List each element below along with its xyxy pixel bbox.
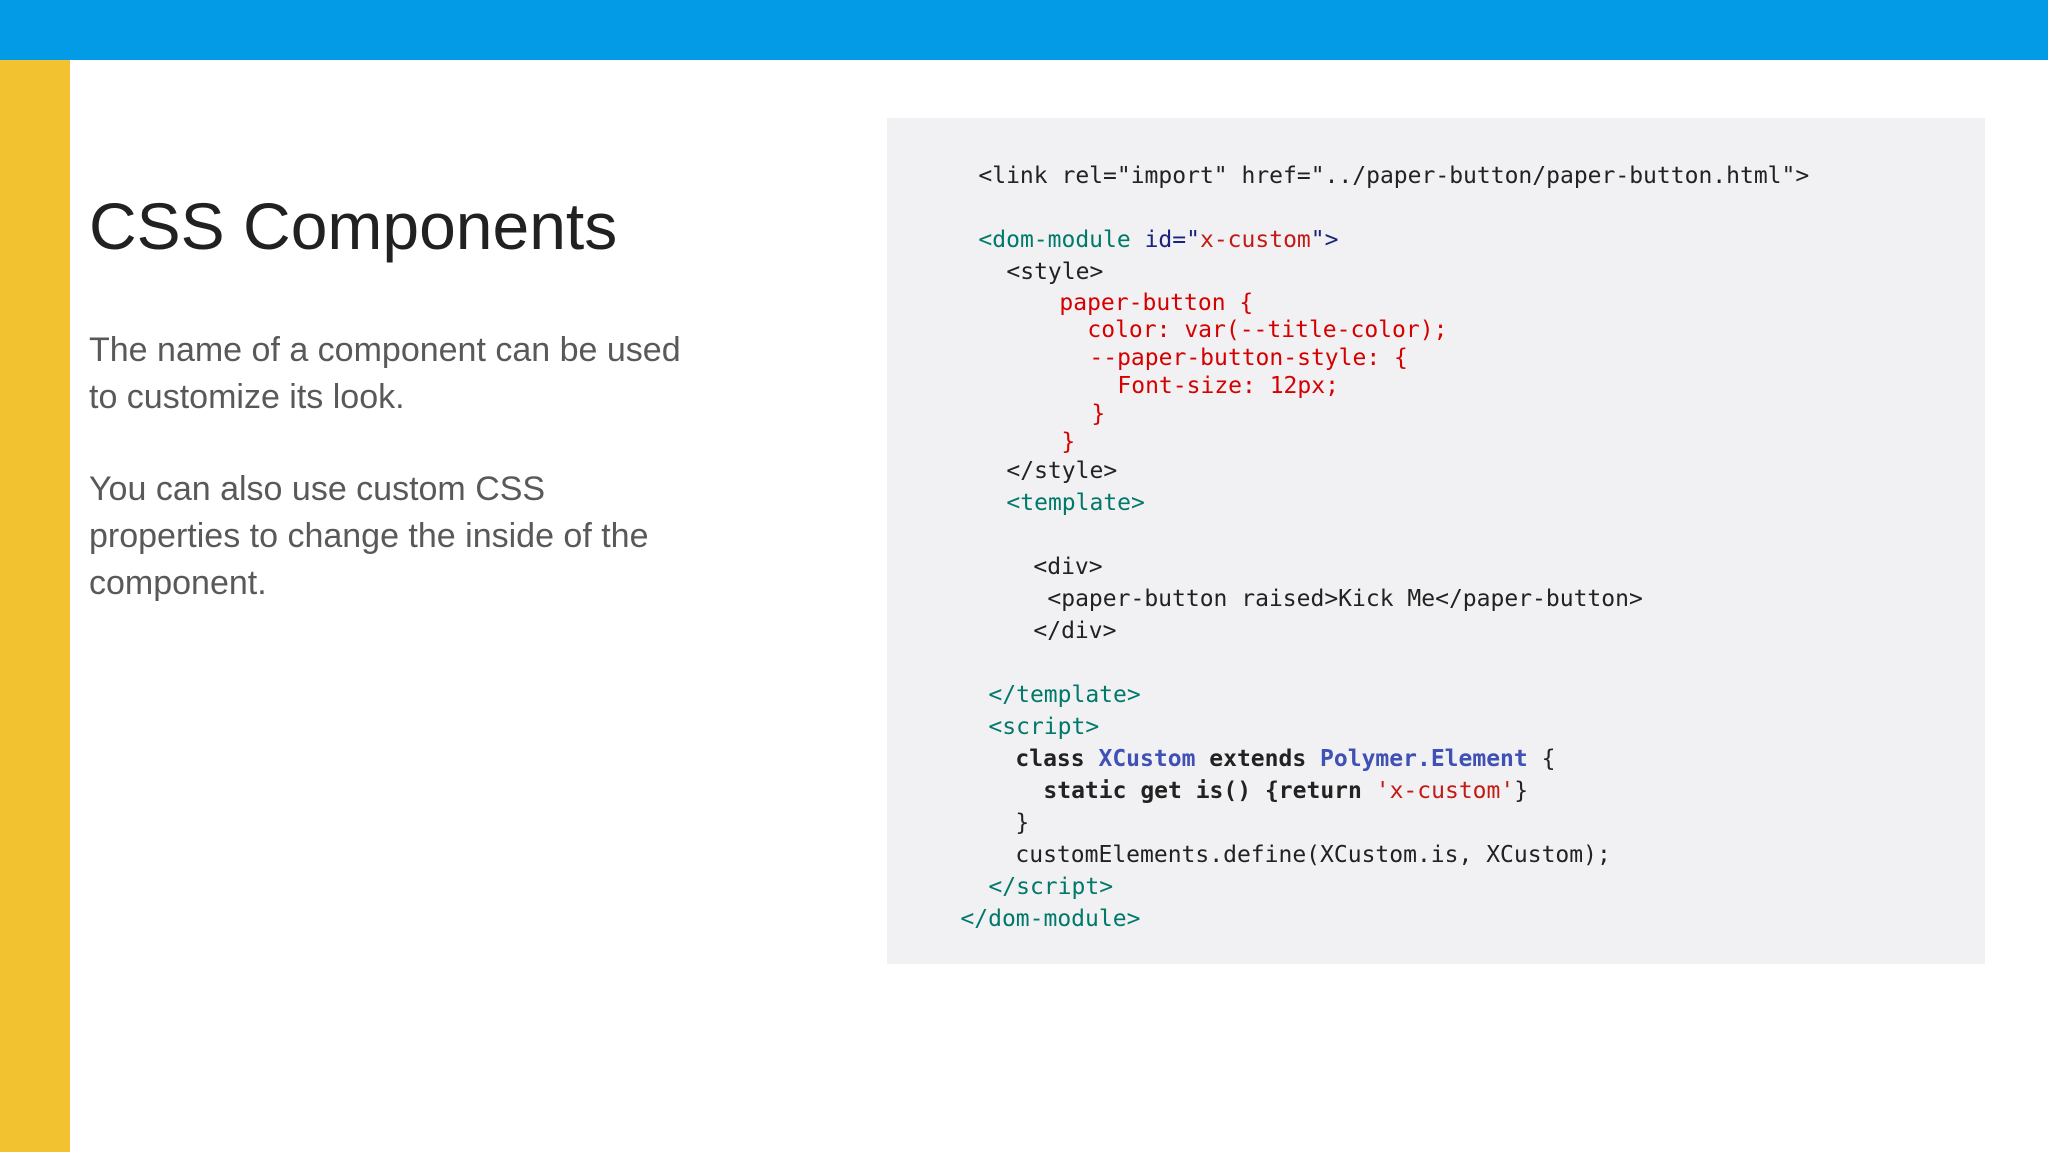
code-line: <dom-module id="x-custom"> — [923, 195, 1338, 253]
code-line: <link rel="import" href="../paper-button… — [923, 131, 1809, 189]
code-text: <link rel="import" href="../paper-button… — [978, 163, 1810, 189]
code-class-name: XCustom — [1098, 746, 1196, 772]
code-text: </style> — [1006, 458, 1118, 484]
code-line: <template> — [951, 458, 1145, 516]
code-css: paper-button { — [1059, 290, 1254, 316]
code-tag-name: script — [1016, 874, 1100, 900]
code-line: </script> — [933, 842, 1113, 900]
code-string: 'x-custom' — [1375, 778, 1515, 804]
body-paragraph: The name of a component can be used to c… — [89, 331, 681, 416]
code-line: </dom-module> — [905, 874, 1140, 932]
code-line: color: var(--title-color); — [1032, 285, 1447, 343]
code-punct: </ — [960, 906, 989, 932]
body-paragraph: You can also use custom CSS properties t… — [89, 470, 649, 602]
code-line: <paper-button raised>Kick Me</paper-butt… — [992, 554, 1642, 612]
code-css: } — [1091, 401, 1106, 427]
code-tag-name: dom-module — [988, 906, 1127, 932]
code-punct: > — [1085, 714, 1100, 740]
code-text: <paper-button raised>Kick Me</paper-butt… — [1047, 586, 1643, 612]
code-line: <div> — [978, 522, 1102, 580]
code-string: x-custom — [1199, 227, 1311, 253]
slide-title: CSS Components — [89, 189, 618, 263]
code-line: } — [1036, 369, 1105, 427]
code-line: paper-button { — [1004, 258, 1253, 316]
code-css: Font-size: 12px; — [1117, 373, 1339, 399]
code-text: { — [1527, 746, 1556, 772]
code-attr-name: id — [1130, 227, 1173, 253]
code-line: class XCustom extends Polymer.Element { — [960, 714, 1555, 772]
code-tag-name: dom-module — [992, 227, 1131, 253]
code-text: } — [1015, 810, 1030, 836]
code-text: <div> — [1033, 554, 1103, 580]
code-text: <style> — [1006, 259, 1104, 285]
code-line: static get is() {return 'x-custom'} — [988, 746, 1528, 804]
code-tag-name: template — [1020, 490, 1132, 516]
code-keyword: class — [1015, 746, 1099, 772]
code-punct: > — [1131, 490, 1145, 516]
code-punct: </ — [988, 874, 1017, 900]
code-punct: < — [1006, 490, 1021, 516]
code-punct: > — [1099, 874, 1114, 900]
code-text: </div> — [1033, 618, 1117, 644]
code-punct: </ — [988, 682, 1017, 708]
code-keyword: static get is() {return — [1043, 778, 1376, 804]
code-line: </template> — [933, 650, 1140, 708]
code-punct: =" — [1172, 227, 1200, 253]
code-text: } — [1514, 778, 1529, 804]
code-punct: > — [1126, 682, 1141, 708]
code-css: color: var(--title-color); — [1087, 317, 1448, 343]
code-class-name: Polymer.Element — [1320, 746, 1528, 772]
code-line: </div> — [978, 586, 1116, 644]
code-keyword: extends — [1195, 746, 1321, 772]
code-text: customElements.define(XCustom.is, XCusto… — [1015, 842, 1611, 868]
code-line: Font-size: 12px; — [1062, 341, 1339, 399]
code-line: --paper-button-style: { — [1034, 313, 1408, 371]
code-line: <script> — [933, 682, 1099, 740]
top-accent-bar — [0, 0, 2048, 60]
code-line: } — [1006, 397, 1075, 455]
code-tag-name: template — [1016, 682, 1127, 708]
code-line: </style> — [951, 426, 1117, 484]
code-line: } — [960, 778, 1029, 836]
left-accent-bar — [0, 60, 70, 1152]
code-punct: "> — [1310, 227, 1339, 253]
code-line: customElements.define(XCustom.is, XCusto… — [960, 810, 1610, 868]
code-css: } — [1061, 429, 1076, 455]
code-line: <style> — [951, 227, 1103, 285]
code-block: <link rel="import" href="../paper-button… — [887, 118, 1985, 964]
code-punct: > — [1126, 906, 1141, 932]
code-punct: < — [988, 714, 1003, 740]
code-punct: < — [978, 227, 993, 253]
code-tag-name: script — [1002, 714, 1086, 740]
code-css: --paper-button-style: { — [1089, 345, 1408, 371]
